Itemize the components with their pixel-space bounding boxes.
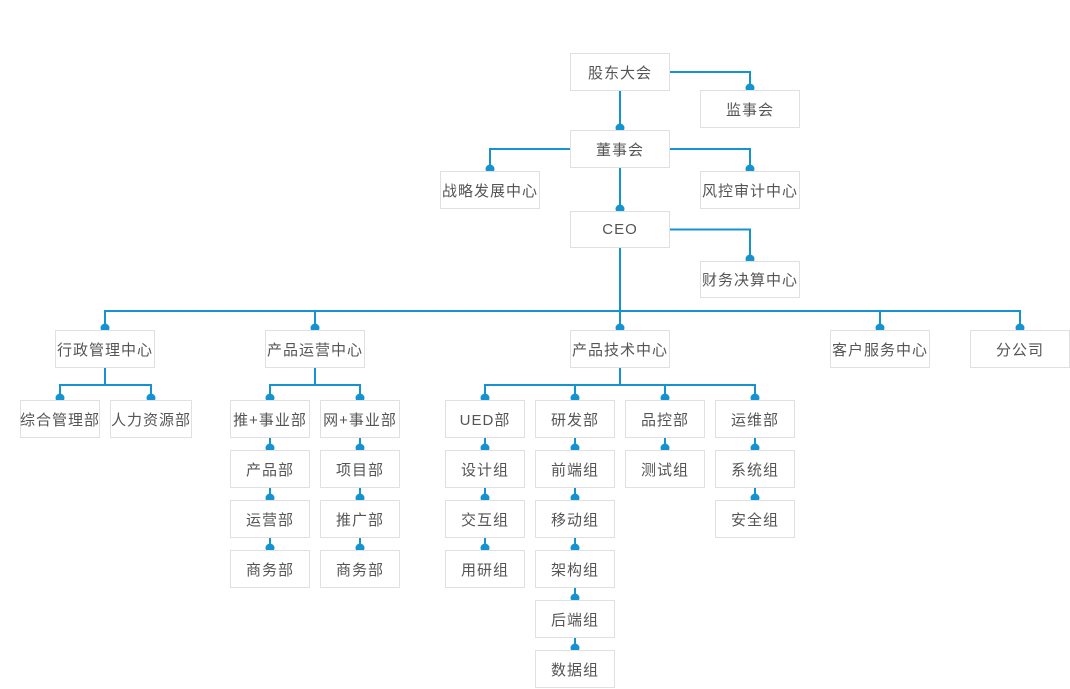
org-node-label: 数据组	[550, 661, 599, 679]
org-node-qc: 品控部	[625, 400, 705, 438]
org-node-label: 人力资源部	[111, 411, 192, 429]
org-node-label: 监事会	[725, 101, 774, 119]
org-node-label: 后端组	[550, 611, 599, 629]
org-node-label: 架构组	[550, 561, 599, 579]
org-node-label: 商务部	[335, 561, 384, 579]
org-node-strategy: 战略发展中心	[440, 171, 540, 209]
org-node-operation: 产品运营中心	[265, 330, 365, 368]
org-node-shareholders: 股东大会	[570, 53, 670, 91]
org-node-tuiguang: 推广部	[320, 500, 400, 538]
org-node-yunying: 运营部	[230, 500, 310, 538]
org-node-rd: 研发部	[535, 400, 615, 438]
org-node-supervisory: 监事会	[700, 90, 800, 128]
org-node-label: 用研组	[460, 561, 509, 579]
org-node-label: UED部	[459, 411, 511, 429]
org-node-ops: 运维部	[715, 400, 795, 438]
org-node-label: 系统组	[730, 461, 779, 479]
org-node-ceo: CEO	[570, 211, 670, 248]
org-node-tech: 产品技术中心	[570, 330, 670, 368]
org-node-label: 战略发展中心	[441, 182, 538, 200]
org-node-label: 移动组	[550, 511, 599, 529]
org-node-hr: 人力资源部	[110, 400, 192, 438]
org-node-label: 风控审计中心	[701, 182, 798, 200]
org-node-shangwu_wang: 商务部	[320, 550, 400, 588]
org-node-admin: 行政管理中心	[55, 330, 155, 368]
org-node-label: 董事会	[595, 141, 644, 159]
org-node-label: 商务部	[245, 561, 294, 579]
org-node-risk: 风控审计中心	[700, 171, 800, 209]
org-node-label: 运营部	[245, 511, 294, 529]
org-node-security: 安全组	[715, 500, 795, 538]
org-node-label: 产品运营中心	[266, 341, 363, 359]
org-node-label: 品控部	[640, 411, 689, 429]
org-node-design: 设计组	[445, 450, 525, 488]
org-node-label: 综合管理部	[20, 411, 101, 429]
org-node-tui: 推+事业部	[230, 400, 310, 438]
org-node-general: 综合管理部	[20, 400, 100, 438]
org-node-label: 推广部	[335, 511, 384, 529]
org-node-wang: 网+事业部	[320, 400, 400, 438]
org-node-label: 交互组	[460, 511, 509, 529]
org-node-interaction: 交互组	[445, 500, 525, 538]
org-node-label: 产品技术中心	[571, 341, 668, 359]
org-node-label: 产品部	[245, 461, 294, 479]
org-node-label: 客户服务中心	[831, 341, 928, 359]
org-node-label: 分公司	[995, 341, 1044, 359]
org-node-frontend: 前端组	[535, 450, 615, 488]
org-node-product: 产品部	[230, 450, 310, 488]
org-node-label: 财务决算中心	[701, 272, 798, 289]
org-node-label: 网+事业部	[323, 411, 397, 429]
org-node-shangwu_tui: 商务部	[230, 550, 310, 588]
org-node-ued: UED部	[445, 400, 525, 438]
org-node-board: 董事会	[570, 130, 670, 168]
org-node-branch: 分公司	[970, 330, 1070, 368]
org-node-label: 行政管理中心	[56, 341, 153, 359]
org-node-label: 前端组	[550, 461, 599, 479]
org-node-label: 股东大会	[587, 64, 652, 82]
org-node-backend: 后端组	[535, 600, 615, 638]
org-node-label: 项目部	[335, 461, 384, 479]
org-node-label: 设计组	[460, 461, 509, 479]
org-node-label: 运维部	[730, 411, 779, 429]
org-node-label: CEO	[602, 221, 638, 238]
org-node-customer: 客户服务中心	[830, 330, 930, 368]
org-node-research: 用研组	[445, 550, 525, 588]
org-node-label: 安全组	[730, 511, 779, 529]
org-node-label: 测试组	[640, 461, 689, 479]
org-node-finance: 财务决算中心	[700, 261, 800, 298]
org-node-mobile: 移动组	[535, 500, 615, 538]
org-node-project: 项目部	[320, 450, 400, 488]
org-node-arch: 架构组	[535, 550, 615, 588]
org-node-test: 测试组	[625, 450, 705, 488]
org-node-label: 研发部	[550, 411, 599, 429]
org-node-label: 推+事业部	[233, 411, 307, 429]
org-node-system: 系统组	[715, 450, 795, 488]
org-node-data_group: 数据组	[535, 650, 615, 688]
